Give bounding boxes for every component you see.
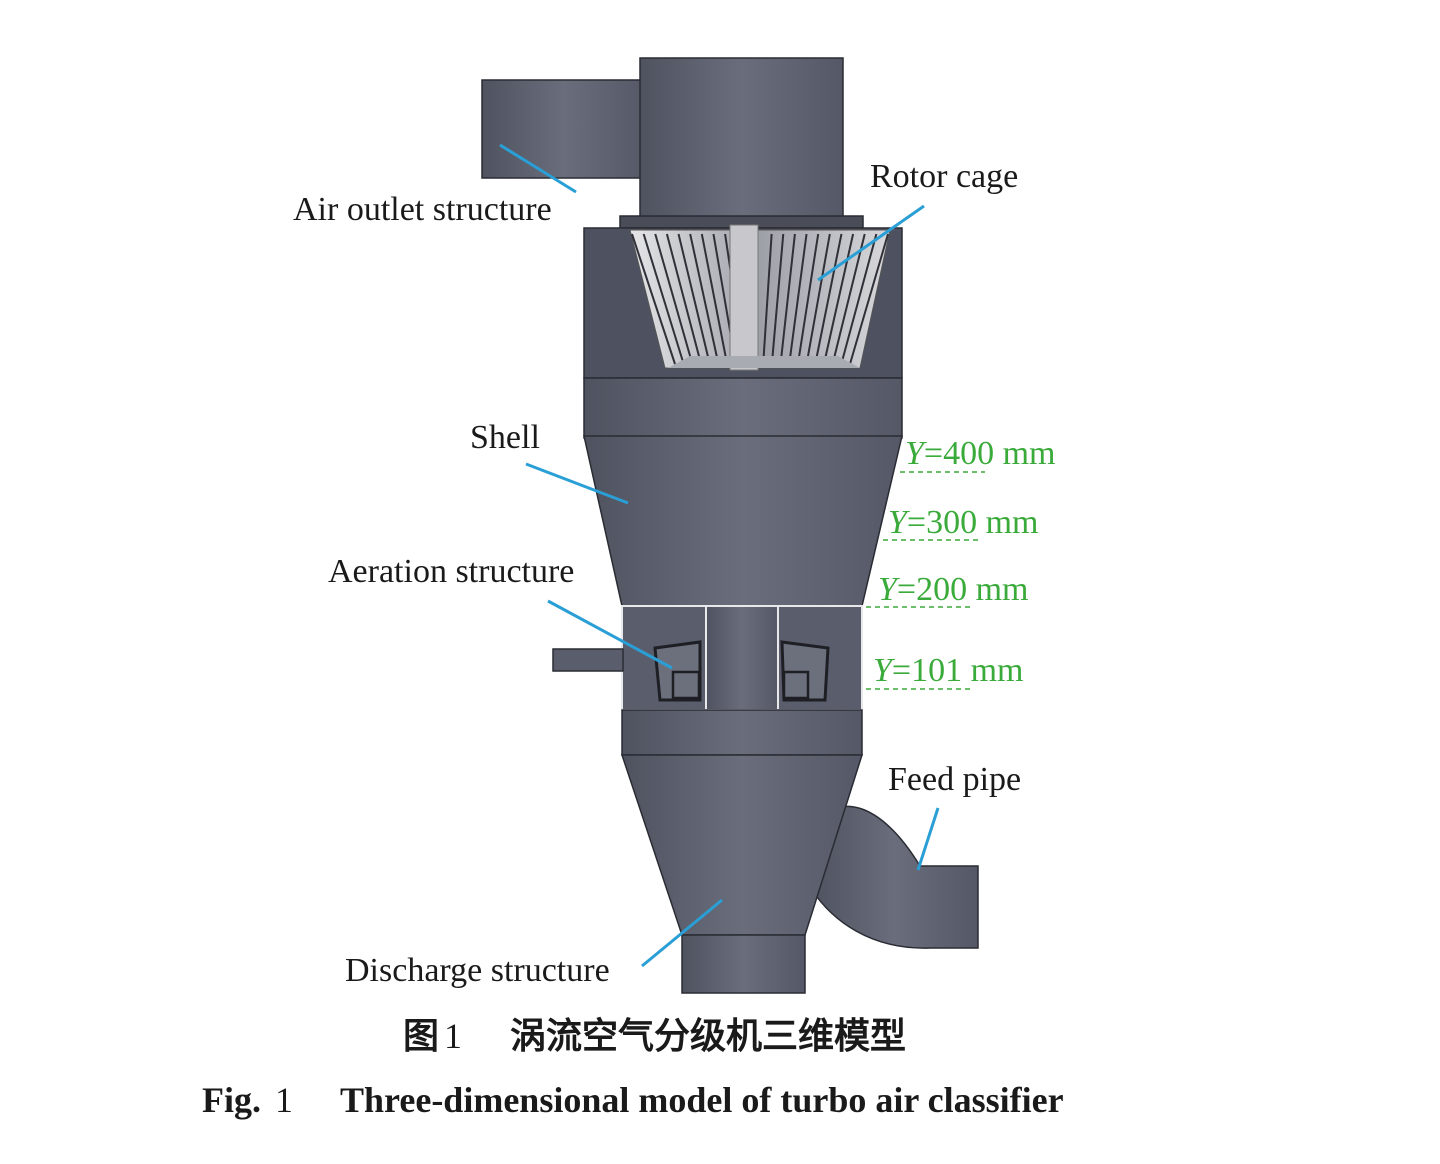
svg-text:1: 1: [275, 1080, 293, 1120]
rotor-blade: [805, 233, 831, 365]
rotor-blade: [689, 233, 720, 365]
shell-label: Shell: [470, 419, 540, 456]
discharge-leader: [641, 898, 723, 968]
rotor-cage-label: Rotor cage: [870, 158, 1018, 195]
svg-text:Fig.: Fig.: [202, 1080, 261, 1120]
discharge-pipe: [681, 934, 806, 994]
rotor-cage-leader: [817, 204, 925, 282]
aeration-label: Aeration structure: [328, 553, 574, 590]
rotor-blade: [814, 233, 843, 365]
shell-leader: [525, 462, 629, 505]
lower-cylinder: [621, 709, 863, 756]
feed-pipe-leader: [916, 807, 940, 871]
rotor-blade: [642, 233, 685, 365]
rotor-blade: [700, 233, 729, 365]
y-level-101: Y=101 mm: [866, 652, 1024, 690]
aeration-leader: [547, 599, 673, 670]
svg-text:Y=101 mm: Y=101 mm: [873, 652, 1024, 689]
aeration-body: [552, 605, 863, 711]
leader-lines: [499, 143, 940, 968]
air-outlet-leader: [499, 143, 577, 194]
shell-cone: [583, 435, 903, 607]
rotor-blade: [796, 233, 820, 365]
svg-text:Three-dimensional model of tur: Three-dimensional model of turbo air cla…: [340, 1080, 1064, 1120]
rotor-blade: [770, 233, 785, 365]
rotor-blade: [779, 233, 796, 365]
air-outlet-pipe: [481, 79, 655, 179]
rotor-blade: [665, 233, 703, 365]
rotor-blade: [788, 233, 808, 365]
rotor-blade: [654, 233, 694, 365]
svg-text:Y=200 mm: Y=200 mm: [878, 571, 1029, 608]
rotor-blade: [840, 233, 878, 365]
discharge-label: Discharge structure: [345, 952, 610, 989]
rotor-blade: [831, 233, 866, 365]
rotor-blade: [849, 233, 889, 365]
svg-text:Y=400 mm: Y=400 mm: [905, 435, 1056, 472]
svg-text:涡流空气分级机三维模型: 涡流空气分级机三维模型: [510, 1016, 906, 1057]
feed-pipe-label: Feed pipe: [888, 761, 1021, 798]
classifier-model: [481, 57, 979, 994]
svg-text:Y=300 mm: Y=300 mm: [888, 504, 1039, 541]
outlet-vertical-pipe: [639, 57, 844, 224]
svg-text:1: 1: [444, 1016, 462, 1056]
rotor-blade: [631, 233, 676, 365]
rotor-blade: [762, 233, 773, 365]
caption-english: Fig. 1 Three-dimensional model of turbo …: [202, 1080, 1064, 1120]
y-level-300: Y=300 mm: [883, 504, 1039, 541]
shell-upper: [583, 377, 903, 439]
caption-chinese: 图 1 涡流空气分级机三维模型: [403, 1016, 906, 1057]
rotor-blade: [822, 233, 855, 365]
y-level-200: Y=200 mm: [866, 571, 1029, 608]
rotor-blade: [677, 233, 711, 365]
y-level-400: Y=400 mm: [900, 435, 1056, 473]
svg-text:图: 图: [403, 1016, 439, 1057]
rotor-housing: [583, 224, 903, 379]
air-outlet-label: Air outlet structure: [293, 191, 552, 228]
